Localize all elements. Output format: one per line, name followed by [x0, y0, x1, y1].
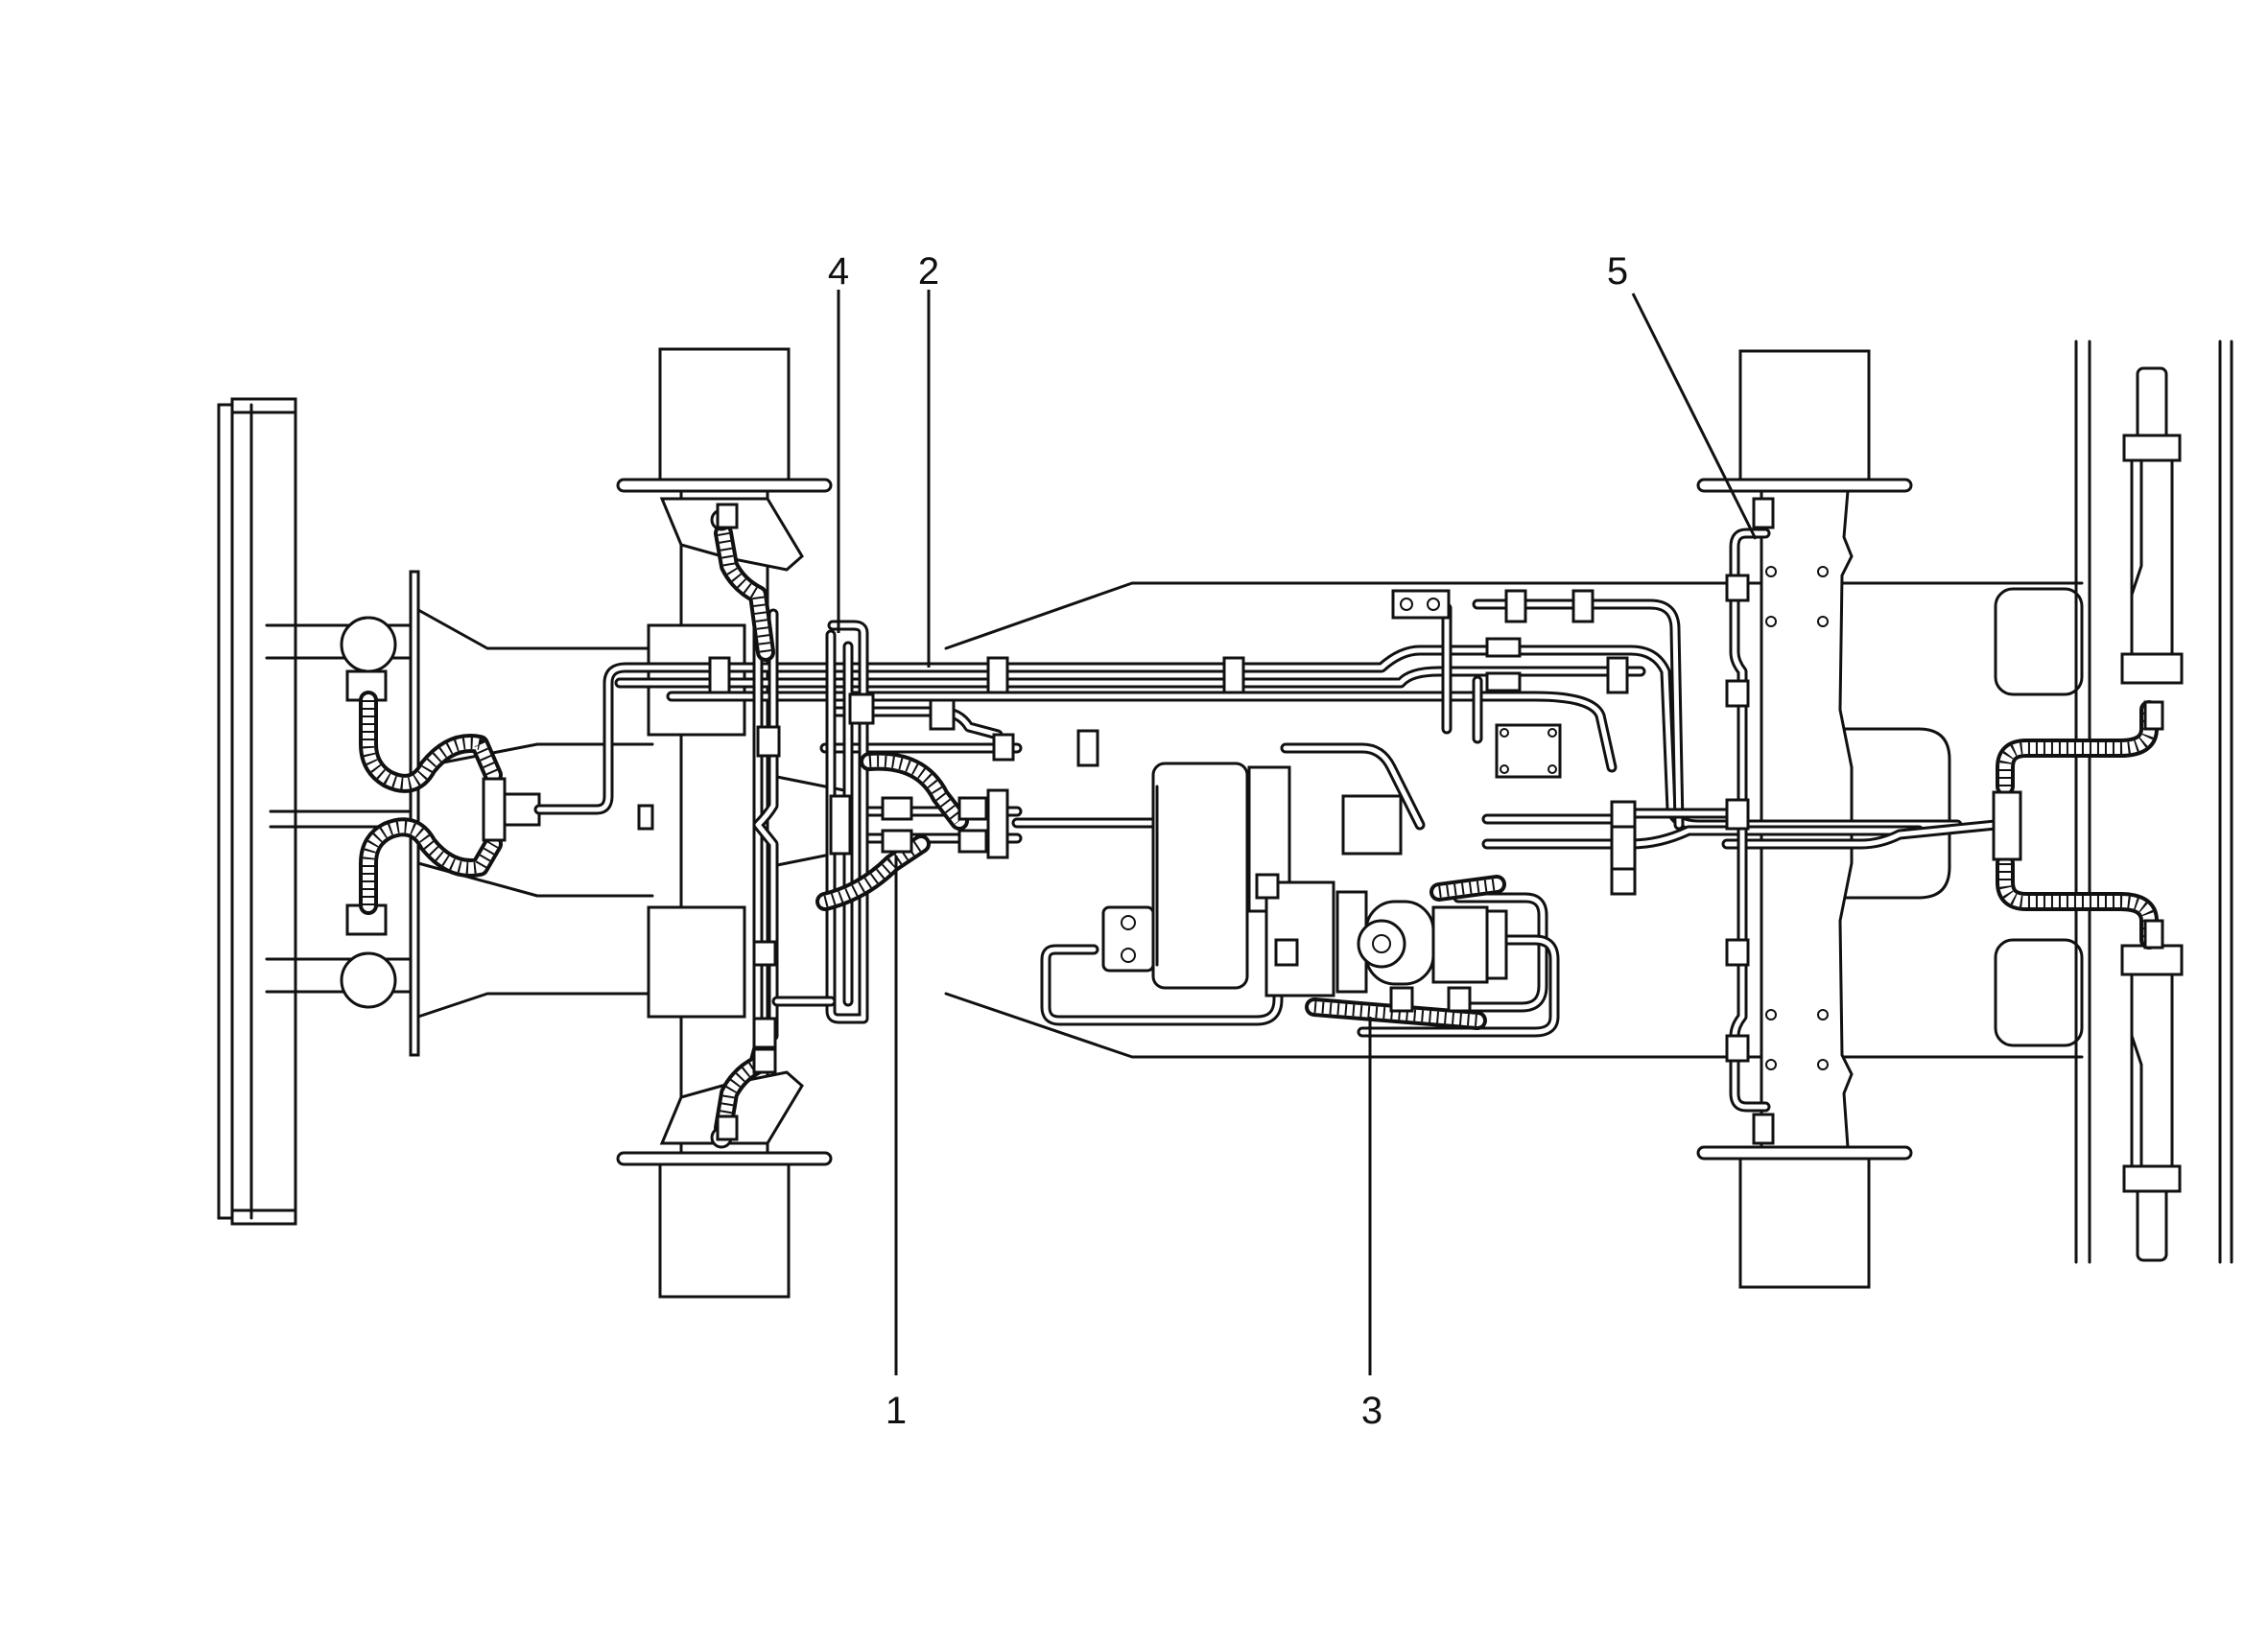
front-blade	[217, 397, 420, 1226]
callout-labels: 4 2 5 1 3	[828, 250, 1628, 1432]
frame-outline	[416, 581, 2084, 1059]
rear-axle	[1696, 349, 1913, 1289]
callout-5: 5	[1607, 250, 1628, 293]
callout-1: 1	[886, 1390, 907, 1432]
leader-5	[1631, 293, 1758, 540]
callout-3: 3	[1361, 1390, 1382, 1432]
line-clamps	[708, 497, 1775, 1145]
rear-hoses	[1992, 700, 2164, 950]
front-blade-hoses	[359, 691, 541, 915]
callout-leaders	[837, 290, 1758, 1375]
callout-4: 4	[828, 250, 849, 293]
callout-2: 2	[918, 250, 939, 293]
rear-attachment	[2074, 340, 2233, 1264]
front-axle	[616, 347, 846, 1299]
